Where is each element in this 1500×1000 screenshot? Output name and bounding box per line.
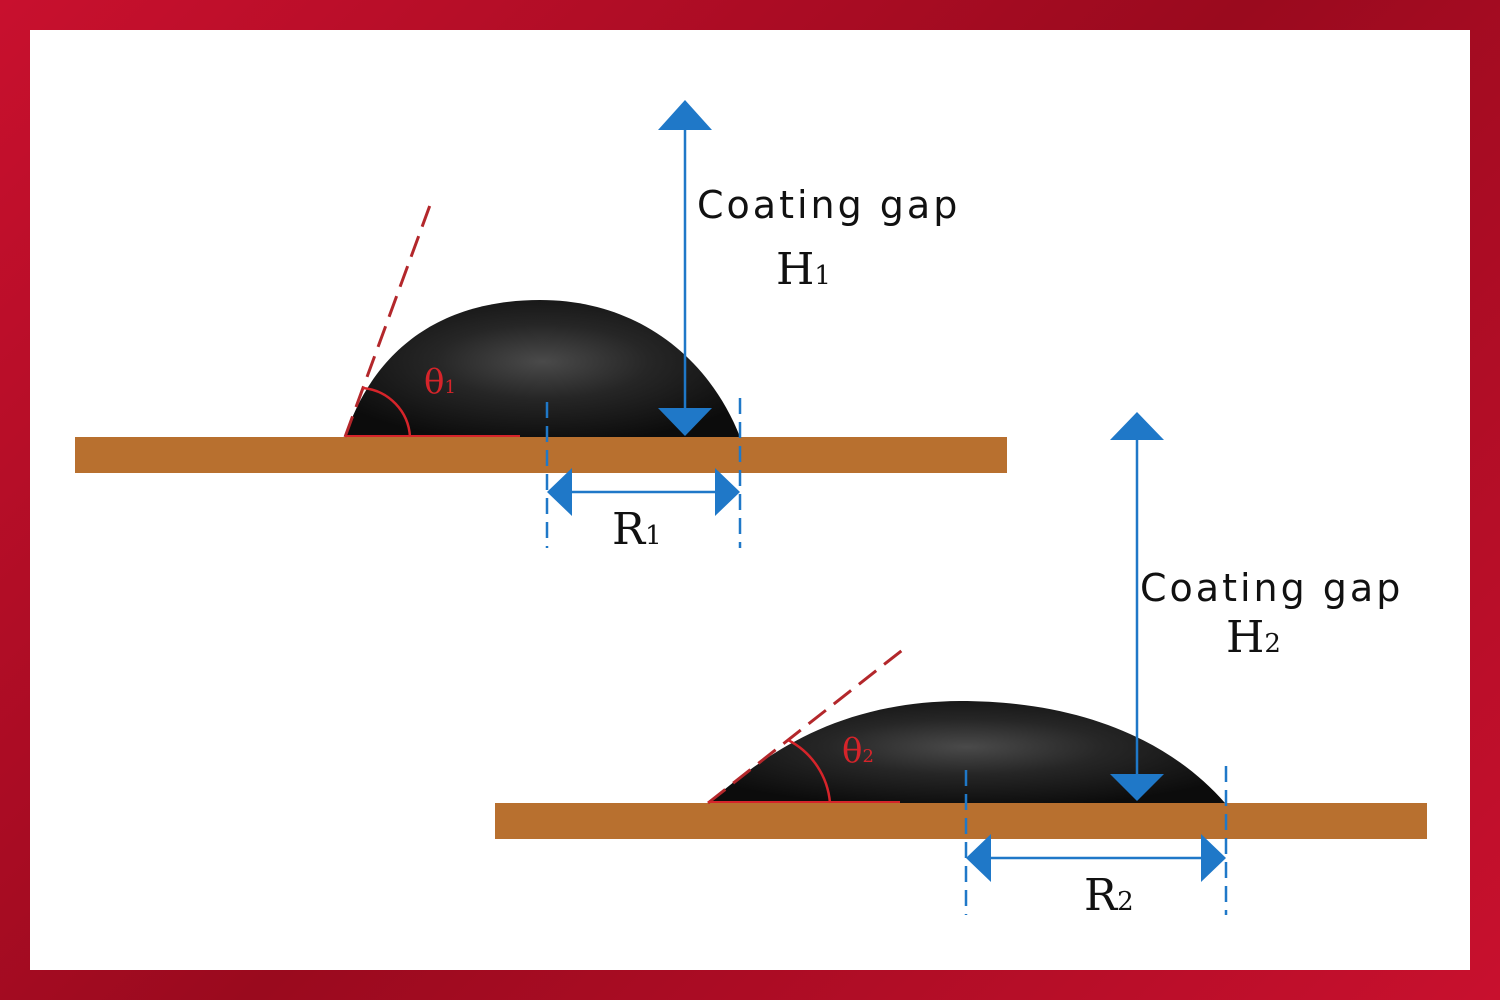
r1-arrow-right	[715, 468, 740, 516]
r2-label: R2	[1084, 870, 1134, 921]
substrate-top	[75, 437, 1007, 473]
h1-subscript: 1	[814, 261, 831, 291]
h2-symbol: H	[1226, 612, 1265, 663]
angle-arc-bottom	[787, 738, 832, 804]
h2-label: H2	[1226, 612, 1281, 663]
r2-subscript: 2	[1117, 887, 1134, 917]
droplet-bottom	[708, 701, 1225, 803]
theta2-subscript: 2	[862, 746, 874, 767]
tangent-line-top	[343, 196, 435, 438]
coating-gap-label-bottom: Coating gap	[1140, 566, 1404, 610]
tangent-line-bottom	[707, 646, 906, 805]
coating-gap-label-top: Coating gap	[697, 183, 961, 227]
theta2-label: θ2	[842, 731, 874, 771]
h1-label: H1	[776, 244, 831, 295]
gap-arrow-up-bottom	[1110, 412, 1164, 440]
h2-subscript: 2	[1264, 629, 1281, 659]
gap-arrow-up-top	[658, 100, 712, 130]
r2-arrow-left	[966, 834, 991, 882]
theta1-label: θ1	[424, 362, 456, 402]
theta1-symbol: θ	[424, 362, 445, 402]
h1-symbol: H	[776, 244, 815, 295]
r2-arrow-right	[1201, 834, 1226, 882]
r1-label: R1	[612, 504, 662, 555]
droplet-top	[345, 300, 740, 437]
r1-subscript: 1	[645, 521, 662, 551]
theta2-symbol: θ	[842, 731, 863, 771]
gap-arrow-down-bottom	[1110, 774, 1164, 801]
gap-arrow-down-top	[658, 408, 712, 436]
r1-arrow-left	[547, 468, 572, 516]
r1-symbol: R	[612, 504, 646, 555]
substrate-bottom	[495, 803, 1427, 839]
r2-symbol: R	[1084, 870, 1118, 921]
theta1-subscript: 1	[444, 377, 456, 398]
angle-arc-top	[362, 386, 412, 438]
